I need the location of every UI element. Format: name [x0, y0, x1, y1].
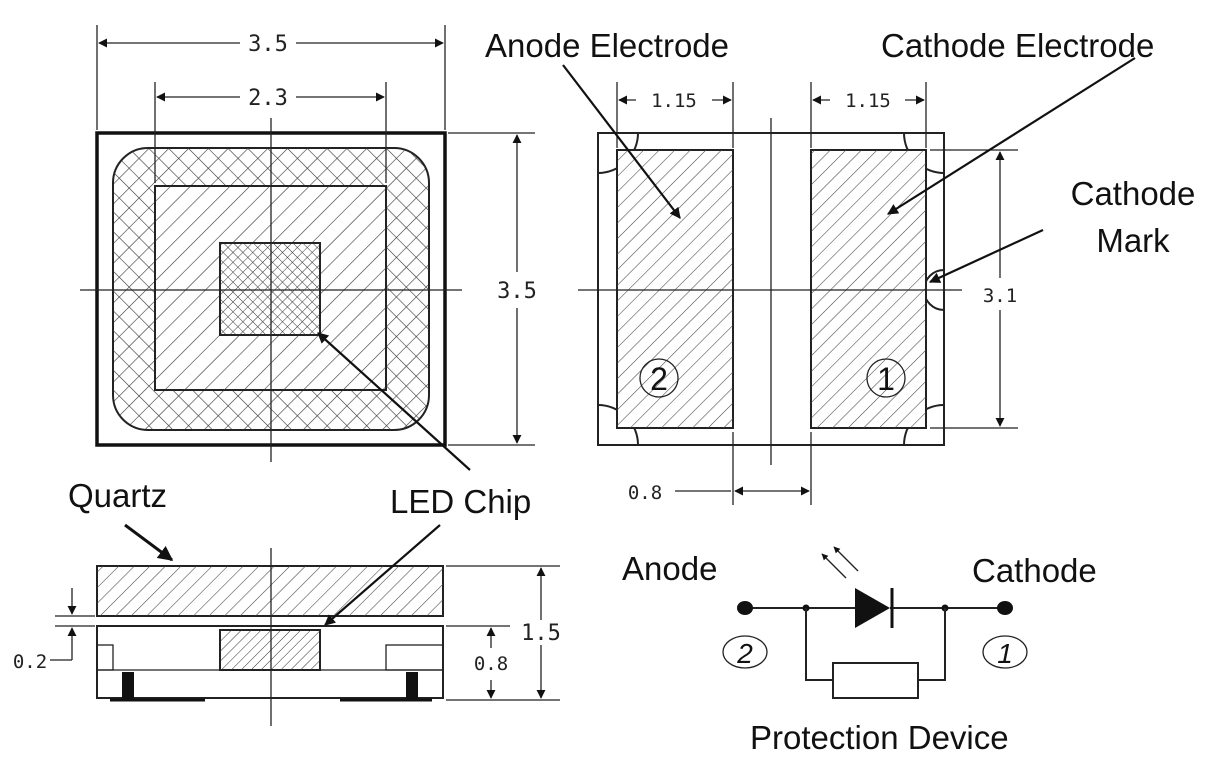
dim-cathode-pad-width: 1.15: [845, 90, 891, 112]
label-anode: Anode: [622, 550, 717, 587]
label-cathode-mark-2: Mark: [1096, 222, 1170, 259]
pad-pin-2: 2: [650, 361, 668, 397]
dim-top-width: 3.5: [248, 32, 288, 57]
dim-substrate-height: 0.8: [474, 653, 508, 675]
dim-chip-window-width: 2.3: [248, 86, 288, 111]
dim-top-height: 3.5: [497, 279, 537, 304]
dim-pad-height: 3.1: [983, 285, 1017, 307]
side-view: 1.5 0.8 0.2: [13, 548, 561, 726]
circuit-pin-2: 2: [736, 638, 753, 669]
dim-total-height: 1.5: [521, 621, 561, 646]
circuit-symbol: 2 1: [722, 546, 1028, 699]
dim-pad-gap: 0.8: [628, 482, 662, 504]
circuit-pin-1: 1: [997, 638, 1013, 669]
dim-base-height: 0.2: [13, 651, 47, 673]
label-led-chip: LED Chip: [390, 483, 531, 520]
label-cathode-mark-1: Cathode: [1071, 175, 1196, 212]
pad-pin-1: 1: [877, 361, 895, 397]
callout-arrows: [124, 57, 1136, 626]
label-cathode-electrode: Cathode Electrode: [881, 27, 1154, 64]
dim-anode-pad-width: 1.15: [651, 90, 697, 112]
label-anode-electrode: Anode Electrode: [485, 27, 729, 64]
bottom-view: 2 1 1.15 1.15 3.1 0.8: [578, 82, 1018, 505]
label-quartz: Quartz: [68, 477, 167, 514]
label-cathode: Cathode: [972, 552, 1097, 589]
top-view: 3.5 2.3 3.5: [80, 25, 537, 462]
label-protection-device: Protection Device: [750, 719, 1009, 756]
